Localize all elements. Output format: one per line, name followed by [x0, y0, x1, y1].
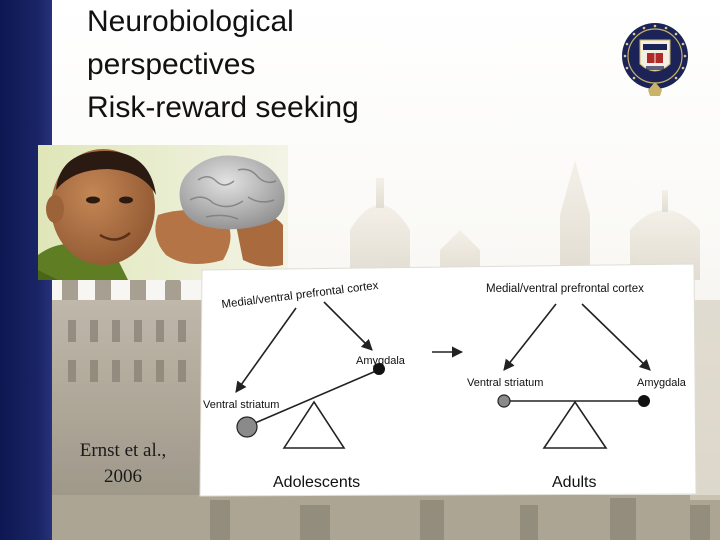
adults-label: Adults — [552, 474, 596, 491]
title-line-2: perspectives — [87, 48, 256, 81]
university-crest-icon — [622, 23, 688, 96]
right-top-node-label: Medial/ventral prefrontal cortex — [486, 283, 644, 295]
risk-reward-diagram: Medial/ventral prefrontal cortex Amygdal… — [199, 263, 697, 497]
right-ventral-striatum-label: Ventral striatum — [467, 377, 543, 389]
left-amygdala-node — [373, 363, 385, 375]
left-amygdala-label: Amygdala — [356, 355, 406, 367]
citation: Ernst et al., 2006 — [58, 438, 188, 490]
left-striatum-node — [236, 416, 258, 438]
slide-title: Neurobiological perspectives Risk-reward… — [87, 0, 517, 129]
right-amygdala-node — [638, 395, 650, 407]
citation-year: 2006 — [104, 466, 142, 487]
title-line-1: Neurobiological — [87, 5, 294, 38]
boy-holding-brain-photo — [38, 145, 288, 280]
left-ventral-striatum-label: Ventral striatum — [203, 399, 279, 411]
title-line-3: Risk-reward seeking — [87, 91, 359, 124]
right-amygdala-label: Amygdala — [637, 377, 687, 389]
adolescents-label: Adolescents — [273, 474, 360, 491]
citation-authors: Ernst et al., — [79, 440, 167, 461]
left-fulcrum — [282, 400, 346, 449]
right-striatum-node — [497, 394, 511, 408]
right-fulcrum — [542, 400, 608, 449]
